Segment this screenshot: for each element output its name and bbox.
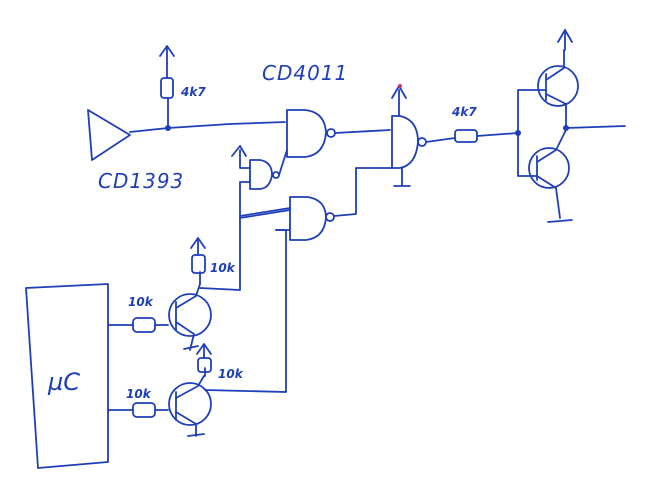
nand-gate-2 bbox=[239, 167, 393, 241]
output-resistor bbox=[454, 129, 519, 143]
pullup-resistor-top-label: 4k7 bbox=[180, 85, 206, 99]
microcontroller-box bbox=[25, 283, 109, 469]
pullup-resistor-top bbox=[159, 45, 175, 129]
output-resistor-label: 4k7 bbox=[451, 105, 477, 119]
comparator-label: CD1393 bbox=[98, 169, 184, 193]
accent-dot bbox=[398, 84, 402, 88]
output-wire bbox=[565, 125, 626, 129]
transistor-stage-1 bbox=[107, 209, 291, 351]
transistor-stage-2 bbox=[107, 229, 287, 437]
microcontroller-label: µC bbox=[47, 368, 80, 396]
nand-gate-3 bbox=[391, 85, 456, 187]
collector-resistor-1-label: 10k bbox=[210, 261, 236, 275]
base-resistor-1-label: 10k bbox=[128, 295, 154, 309]
transistor-lower bbox=[517, 129, 573, 223]
transistor-upper bbox=[517, 29, 579, 134]
comparator-symbol bbox=[87, 109, 169, 161]
nand-gate-1 bbox=[286, 109, 391, 158]
gate-chip-label: CD4011 bbox=[262, 61, 348, 85]
wire bbox=[167, 121, 286, 129]
base-resistor-2-label: 10k bbox=[126, 387, 152, 401]
nand-gate-small bbox=[231, 145, 288, 219]
collector-resistor-2-label: 10k bbox=[218, 367, 244, 381]
